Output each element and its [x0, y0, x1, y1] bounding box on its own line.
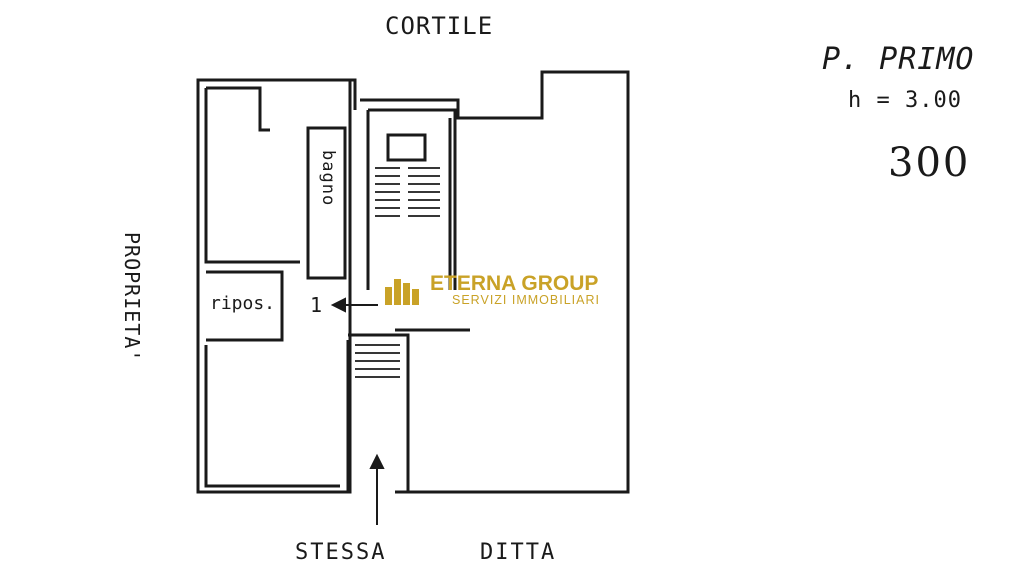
right-space-wall — [360, 70, 630, 494]
apartment-outer-wall — [196, 78, 352, 494]
label-same: STESSA — [295, 540, 387, 565]
apartment-top-wall — [198, 78, 357, 110]
label-height: h = 3.00 — [848, 88, 962, 113]
storage-room-wall — [206, 270, 284, 342]
stair-treads — [355, 167, 440, 378]
access-arrow-head — [369, 453, 385, 469]
stair-core-wall — [368, 108, 457, 290]
bathroom-wall — [306, 126, 347, 280]
label-storage: ripos. — [210, 293, 276, 314]
label-property: PROPRIETA' — [120, 232, 144, 363]
label-floor: P. PRIMO — [822, 42, 975, 77]
label-company: DITTA — [480, 540, 557, 565]
label-courtyard: CORTILE — [385, 12, 494, 40]
top-room-notch — [206, 86, 270, 132]
stair-inner — [386, 133, 427, 162]
bottom-room-wall — [204, 345, 340, 488]
watermark-subtitle: SERVIZI IMMOBILIARI — [452, 293, 600, 307]
label-unit-number: 1 — [310, 293, 324, 317]
label-bathroom: bagno — [318, 150, 338, 207]
watermark-logo-icon — [383, 275, 423, 305]
watermark-title: ETERNA GROUP — [430, 272, 599, 295]
entry-arrow-head — [330, 297, 346, 313]
lower-stair-wall — [348, 333, 410, 492]
label-handwritten-note: 300 — [888, 140, 971, 186]
top-room-wall — [204, 88, 300, 264]
